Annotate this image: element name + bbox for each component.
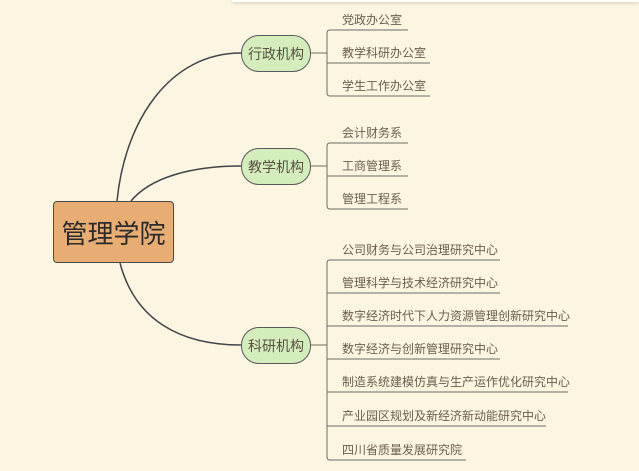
root-node[interactable]: 管理学院	[53, 201, 174, 263]
leaf-node[interactable]: 公司财务与公司治理研究中心	[342, 243, 499, 257]
connector-root-branch-2	[119, 262, 242, 346]
leaf-node[interactable]: 制造系统建模仿真与生产运作优化研究中心	[342, 375, 571, 389]
branch-node-0[interactable]: 行政机构	[241, 35, 311, 72]
leaf-node[interactable]: 学生工作办公室	[342, 79, 427, 93]
branch-node-2[interactable]: 科研机构	[241, 327, 311, 364]
connector-root-branch-0	[116, 52, 242, 202]
leaf-node[interactable]: 四川省质量发展研究院	[342, 443, 463, 457]
bracket-2	[310, 259, 331, 461]
leaf-node[interactable]: 会计财务系	[342, 126, 403, 140]
branch-node-1[interactable]: 教学机构	[241, 148, 311, 185]
top-toolbar-edge	[232, 0, 639, 2]
connector-root-branch-1	[130, 165, 242, 202]
leaf-node[interactable]: 教学科研办公室	[342, 46, 427, 60]
leaf-node[interactable]: 产业园区规划及新经济新动能研究中心	[342, 409, 547, 423]
leaf-node[interactable]: 数字经济与创新管理研究中心	[342, 342, 499, 356]
leaf-node[interactable]: 管理工程系	[342, 192, 403, 206]
leaf-node[interactable]: 管理科学与技术经济研究中心	[342, 276, 499, 290]
leaf-node[interactable]: 工商管理系	[342, 159, 403, 173]
leaf-node[interactable]: 数字经济时代下人力资源管理创新研究中心	[342, 309, 571, 323]
leaf-node[interactable]: 党政办公室	[342, 13, 403, 27]
